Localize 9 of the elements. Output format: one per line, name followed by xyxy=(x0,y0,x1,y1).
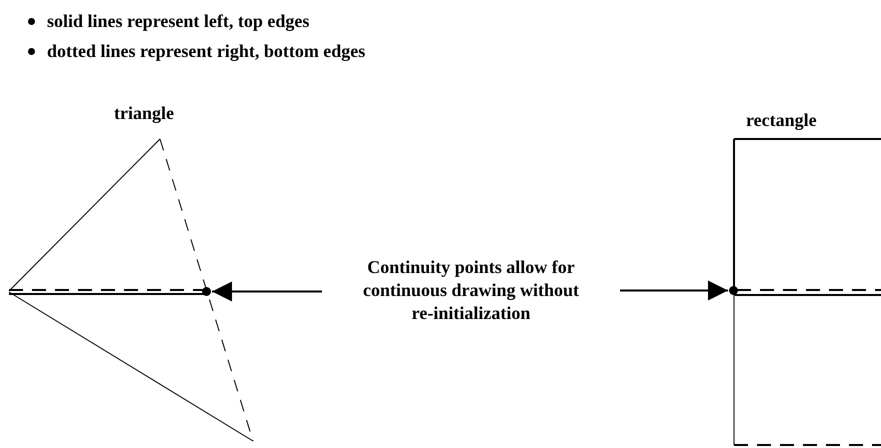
bullet-text: solid lines represent left, top edges xyxy=(47,10,310,33)
callout-text: Continuity points allow for continuous drawing without re-initialization xyxy=(326,240,616,340)
bullet-text: dotted lines represent right, bottom edges xyxy=(47,40,366,63)
shape-title: triangle xyxy=(114,102,174,125)
continuity-point xyxy=(729,286,738,295)
arrow xyxy=(212,282,322,302)
shape-title: rectangle xyxy=(746,109,817,132)
continuity-point xyxy=(202,287,211,296)
arrow xyxy=(620,280,728,300)
